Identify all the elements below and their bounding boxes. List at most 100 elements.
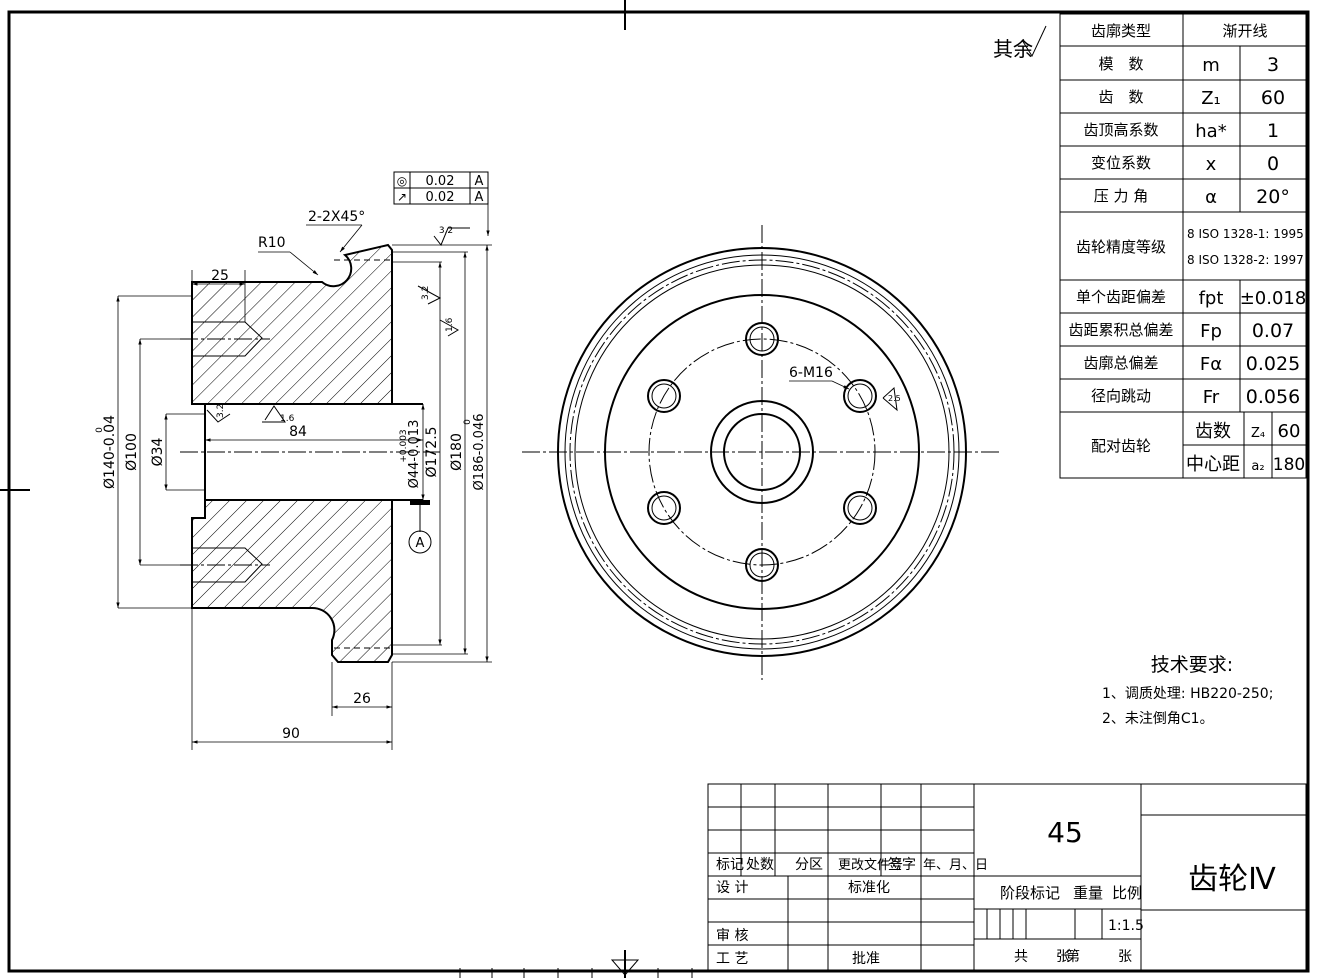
table-label: 齿 数	[1098, 88, 1143, 106]
svg-text:1.6: 1.6	[280, 414, 295, 424]
threaded-hole-bottom	[192, 547, 263, 583]
table-value: 0.07	[1252, 320, 1294, 342]
approve-label: 批准	[852, 951, 880, 967]
table-symbol: Fα	[1200, 354, 1222, 375]
table-value: 0.056	[1246, 386, 1300, 408]
mating-center-label: 中心距	[1186, 454, 1240, 475]
table-symbol: α	[1205, 187, 1217, 208]
bolt-hole	[745, 548, 779, 582]
svg-text:3.2: 3.2	[216, 404, 226, 418]
tolerance-datum: A	[475, 190, 484, 205]
mating-teeth-label: 齿数	[1195, 421, 1231, 442]
tech-item: 2、未注倒角C1。	[1102, 711, 1214, 727]
svg-text:1.6: 1.6	[445, 317, 455, 332]
part-name: 齿轮Ⅳ	[1188, 862, 1276, 897]
mating-teeth-value: 60	[1278, 421, 1301, 442]
table-value: 60	[1261, 87, 1285, 109]
chamfer-circle	[564, 254, 960, 650]
dim-186: Ø186-0.046	[472, 414, 487, 491]
table-value: 0	[1267, 153, 1279, 175]
svg-text:2.5: 2.5	[888, 394, 901, 403]
thread-label: 6-M16	[789, 365, 833, 381]
dim-84: 84	[289, 424, 307, 440]
header-mark: 标记	[716, 857, 744, 873]
table-label: 模 数	[1098, 55, 1143, 73]
datum-circle	[408, 530, 432, 554]
design-label: 设 计	[716, 880, 748, 896]
tolerance-symbol: ◎	[397, 174, 407, 188]
hub-circle	[604, 294, 920, 610]
roughness-other-label: 其余	[993, 37, 1033, 61]
table-label: 压 力 角	[1094, 187, 1149, 205]
total-label: 共	[1014, 949, 1028, 965]
mating-center-value: 180	[1273, 455, 1305, 475]
chamfer-leader-arrow	[339, 224, 363, 253]
roughness-mark: 2.5	[882, 386, 901, 412]
table-symbol: Fr	[1203, 387, 1220, 408]
section-view: A 25 84 26 90 R10 2-2X45° Ø140-0.04 0 Ø1…	[95, 171, 492, 750]
roughness-other-symbol	[1021, 25, 1047, 58]
dim-34: Ø34	[150, 437, 166, 466]
datum-triangle	[410, 500, 430, 505]
dim-90: 90	[282, 726, 300, 742]
bolt-hole	[647, 379, 681, 413]
dim-172: Ø172.5	[424, 426, 440, 477]
tolerance-frame-1: ◎ 0.02 A	[393, 171, 489, 189]
dim-140: Ø140-0.04	[102, 415, 118, 489]
dim-25: 25	[211, 268, 229, 284]
header-change-doc: 更改文件号	[838, 858, 903, 873]
hub-outer-circle	[710, 400, 814, 504]
dim-180: Ø180	[449, 433, 465, 471]
dim-chamfer: 2-2X45°	[308, 209, 365, 225]
tolerance-frame-2: ↗ 0.02 A	[393, 187, 489, 205]
accuracy-grade-2: 8 ISO 1328-2: 1997	[1187, 253, 1304, 267]
title-block: 45 齿轮Ⅳ 标记 处数 分区 更改文件号 签字 年、月、日 设 计 标准化 审…	[707, 783, 1307, 971]
pitch-circle	[569, 259, 955, 645]
review-label: 审 核	[716, 928, 748, 944]
datum-label: A	[416, 536, 425, 551]
roughness-mark: 3.2	[433, 226, 470, 246]
bore-edges	[204, 403, 423, 501]
tech-item: 1、调质处理: HB220-250;	[1102, 686, 1273, 702]
svg-text:3.2: 3.2	[421, 286, 431, 300]
table-value: 3	[1267, 54, 1279, 76]
gear-parameter-table: 齿廓类型 渐开线 模 数 m 3 齿 数 Z₁ 60 齿顶高系数 ha* 1 变…	[1059, 13, 1307, 479]
bolt-hole	[745, 322, 779, 356]
stage-mark-label: 阶段标记	[1000, 884, 1060, 902]
bore-circle	[723, 413, 801, 491]
sheet-unit-1: 张	[1056, 949, 1070, 965]
roughness-mark: 3.2	[206, 404, 231, 423]
table-symbol: fpt	[1199, 288, 1224, 309]
dim-100: Ø100	[124, 433, 140, 471]
roughness-mark: 1.6	[262, 405, 295, 424]
dim-26: 26	[353, 691, 371, 707]
table-label: 径向跳动	[1091, 387, 1151, 405]
table-label: 齿距累积总偏差	[1068, 321, 1173, 339]
dim-bore: Ø44-0.013	[407, 420, 422, 489]
table-value: 渐开线	[1222, 22, 1267, 40]
table-label: 齿轮精度等级	[1076, 238, 1166, 256]
material: 45	[1047, 816, 1083, 849]
thread-leader-arrow	[831, 380, 850, 390]
table-label: 齿廓总偏差	[1083, 354, 1158, 372]
table-value: 1	[1267, 120, 1279, 142]
bolt-circle	[648, 338, 876, 566]
radius-leader-arrow	[289, 251, 319, 276]
mating-center-symbol: a₂	[1251, 459, 1264, 474]
table-label: 齿顶高系数	[1083, 121, 1158, 139]
bottom-ticks	[459, 968, 693, 978]
table-symbol: x	[1206, 154, 1217, 175]
table-label: 齿廓类型	[1091, 22, 1151, 40]
header-sign: 签字	[888, 856, 916, 873]
mating-gear-label: 配对齿轮	[1091, 437, 1151, 455]
header-count: 处数	[746, 857, 774, 873]
table-symbol: m	[1202, 55, 1220, 76]
dim-140-upper: 0	[95, 427, 105, 433]
mating-teeth-symbol: Z₄	[1251, 426, 1265, 441]
table-symbol: ha*	[1195, 121, 1226, 142]
ratio-label: 比例	[1112, 884, 1142, 902]
root-circle	[574, 264, 950, 640]
accuracy-grade-1: 8 ISO 1328-1: 1995	[1187, 227, 1304, 241]
orientation-mark	[610, 959, 640, 976]
